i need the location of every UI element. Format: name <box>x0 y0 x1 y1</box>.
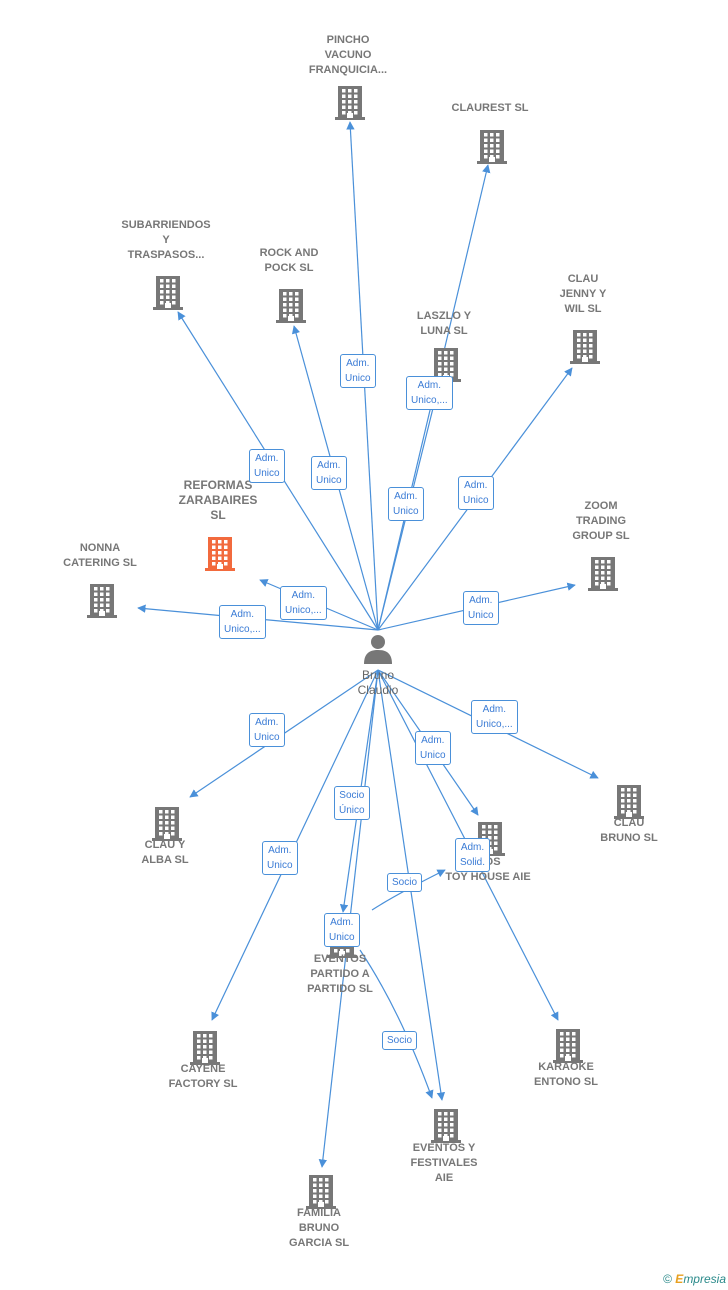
edge-label-clauyalba[interactable]: Adm. Unico <box>249 713 285 747</box>
edge-label-familia[interactable]: Adm. Unico <box>324 913 360 947</box>
company-label-festivales[interactable]: EVENTOS Y FESTIVALES AIE <box>410 1142 478 1184</box>
building-icon[interactable] <box>151 274 185 310</box>
person-name: Bruno Claudio <box>357 668 399 697</box>
company-label-cayene[interactable]: CAYENE FACTORY SL <box>168 1063 238 1090</box>
building-icon[interactable] <box>188 1029 222 1065</box>
brand-name: mpresia <box>683 1272 726 1286</box>
secondary-edge-label-eventospartido-toyhouse[interactable]: Socio <box>387 873 423 892</box>
edge-label-claubruno[interactable]: Adm. Unico,... <box>471 700 518 734</box>
secondary-edge-eventospartido-festivales <box>359 949 434 1099</box>
copyright-icon: © <box>663 1272 672 1286</box>
building-icon[interactable] <box>429 1107 463 1143</box>
company-label-rockpock[interactable]: ROCK AND POCK SL <box>259 247 319 274</box>
building-icon[interactable] <box>333 84 367 120</box>
secondary-edge-eventospartido-toyhouse <box>371 869 446 911</box>
secondary-edge-label-eventospartido-festivales[interactable]: Socio <box>382 1031 418 1050</box>
company-label-pincho[interactable]: PINCHO VACUNO FRANQUICIA... <box>308 34 388 76</box>
company-label-clauyalba[interactable]: CLAU Y ALBA SL <box>141 839 189 866</box>
company-label-eventospartido[interactable]: EVENTOS PARTIDO A PARTIDO SL <box>307 953 373 995</box>
company-label-claurest[interactable]: CLAUREST SL <box>451 102 529 114</box>
company-label-claubruno[interactable]: CLAU BRUNO SL <box>600 817 658 844</box>
building-icon[interactable] <box>475 128 509 164</box>
edge-label-toyhouse[interactable]: Adm. Unico <box>415 731 451 765</box>
company-label-reformas[interactable]: REFORMAS ZARABAIRES SL <box>178 478 258 522</box>
edge-label-rockpock[interactable]: Adm. Unico <box>311 456 347 490</box>
company-label-laszlo[interactable]: LASZLO Y LUNA SL <box>416 310 472 337</box>
edge-label-zoom[interactable]: Adm. Unico <box>463 591 499 625</box>
edge-label-laszlo[interactable]: Adm. Unico <box>388 487 424 521</box>
building-icon[interactable] <box>612 783 646 819</box>
building-icon[interactable] <box>150 805 184 841</box>
building-icon[interactable] <box>551 1027 585 1063</box>
footer-brand: © Empresia <box>663 1272 726 1286</box>
brand-e: E <box>675 1272 684 1286</box>
company-label-nonna[interactable]: NONNA CATERING SL <box>63 542 137 569</box>
edge-label-pincho[interactable]: Adm. Unico <box>340 354 376 388</box>
company-label-karaoke[interactable]: KARAOKE ENTONO SL <box>534 1061 598 1088</box>
edge-label-karaoke[interactable]: Adm. Solid. <box>455 838 491 872</box>
company-label-zoom[interactable]: ZOOM TRADING GROUP SL <box>572 500 630 542</box>
edge-label-eventospartido[interactable]: Socio Único <box>334 786 370 820</box>
building-icon[interactable] <box>586 555 620 591</box>
edge-label-reformas[interactable]: Adm. Unico,... <box>280 586 327 620</box>
building-icon[interactable] <box>304 1173 338 1209</box>
company-label-familia[interactable]: FAMILIA BRUNO GARCIA SL <box>288 1207 350 1249</box>
edge-label-cayene[interactable]: Adm. Unico <box>262 841 298 875</box>
building-icon[interactable] <box>274 287 308 323</box>
edge-label-claujenny[interactable]: Adm. Unico <box>458 476 494 510</box>
edge-label-claurest[interactable]: Adm. Unico,... <box>406 376 453 410</box>
building-icon[interactable] <box>85 582 119 618</box>
person-node[interactable]: Bruno Claudio <box>338 628 418 700</box>
company-label-claujenny[interactable]: CLAU JENNY Y WIL SL <box>559 273 607 315</box>
building-icon[interactable] <box>568 328 602 364</box>
company-label-subarriendos[interactable]: SUBARRIENDOS Y TRASPASOS... <box>121 219 211 261</box>
building-icon[interactable] <box>203 535 237 571</box>
edge-label-nonna[interactable]: Adm. Unico,... <box>219 605 266 639</box>
edge-label-subarriendos[interactable]: Adm. Unico <box>249 449 285 483</box>
person-icon <box>364 635 392 664</box>
